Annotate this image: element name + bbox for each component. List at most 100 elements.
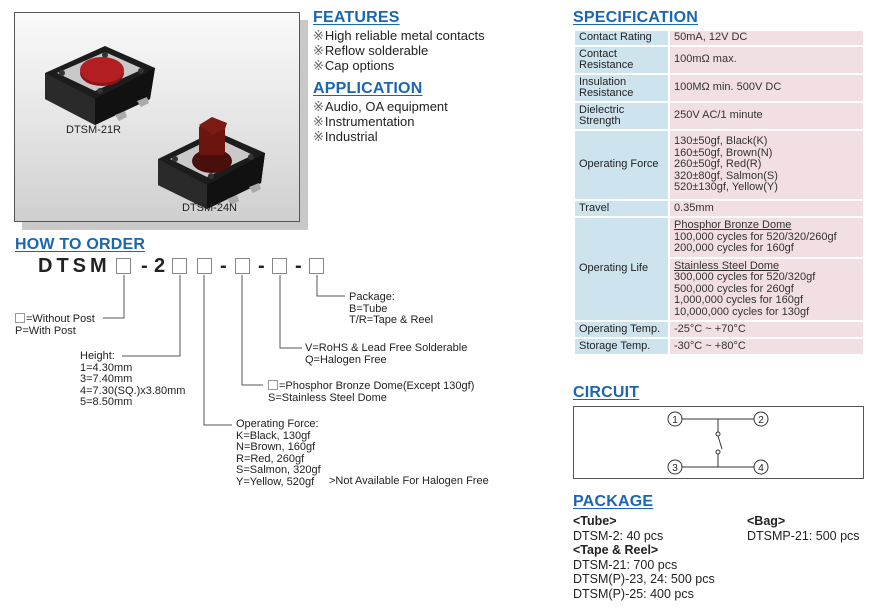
product-label: DTSM-21R <box>66 124 122 136</box>
leader-package <box>316 275 345 297</box>
switch-dtsm-24n <box>158 117 265 209</box>
order-box-dome <box>235 258 250 274</box>
application-heading: APPLICATION <box>313 80 423 97</box>
order-dash: - <box>220 255 227 277</box>
order-code-prefix: DTSM <box>38 255 111 277</box>
order-dash: - <box>258 255 265 277</box>
spec-value-line: 500,000 cycles for 260gf <box>674 282 794 295</box>
dome-option: =Phosphor Bronze Dome(Except 130gf) <box>268 380 474 393</box>
package-tube-title: <Tube> <box>573 514 617 528</box>
spec-value-line: 10,000,000 cycles for 130gf <box>674 305 810 318</box>
pin-2-label: 2 <box>758 415 764 426</box>
pin-3-label: 3 <box>672 463 678 474</box>
package-option: B=Tube <box>349 302 388 315</box>
force-option: Y=Yellow, 520gf <box>236 475 315 488</box>
height-options: Height: 1=4.30mm 3=7.40mm 4=7.30(SQ.)x3.… <box>80 350 185 409</box>
product-illustration <box>45 46 265 209</box>
package-line: DTSM(P)-23, 24: 500 pcs <box>573 572 715 586</box>
height-title: Height: <box>80 350 115 362</box>
pin-4-circle <box>753 459 769 475</box>
application-item: Industrial <box>313 129 448 144</box>
force-option: K=Black, 130gf <box>236 429 311 442</box>
package-line: DTSM-2: 40 pcs <box>573 528 664 543</box>
leader-force <box>203 275 232 426</box>
circuit-diagram: 1 2 3 4 <box>573 406 864 479</box>
spec-row: Contact Resistance 100mΩ max. <box>573 45 865 75</box>
leader-height <box>122 275 181 357</box>
spec-value-line: 300,000 cycles for 520/320gf <box>674 271 816 283</box>
spec-key: Travel <box>573 199 670 218</box>
order-dash: - <box>295 255 302 277</box>
spec-row: Operating Temp. -25°C ~ +70°C <box>573 320 865 339</box>
post-option-text: =Without Post <box>26 313 95 325</box>
feature-item: Cap options <box>313 58 485 73</box>
dome-options: =Phosphor Bronze Dome(Except 130gf) S=St… <box>268 380 474 404</box>
order-box-compliance <box>272 258 287 274</box>
spec-row: Insulation Resistance 100MΩ min. 500V DC <box>573 73 865 103</box>
switch-dtsm-21r <box>45 46 155 125</box>
package-tube-and-reel: <Tube> DTSM-2: 40 pcs <Tape & Reel> DTSM… <box>573 514 715 601</box>
spec-value: 100mΩ max. <box>668 45 865 75</box>
feature-item: High reliable metal contacts <box>313 28 485 43</box>
group-title: Phosphor Bronze Dome <box>674 219 792 231</box>
spec-row: Operating Life Phosphor Bronze Dome 100,… <box>573 216 865 322</box>
spec-row: Dielectric Strength 250V AC/1 minute <box>573 101 865 131</box>
compliance-options: V=RoHS & Lead Free Solderable Q=Halogen … <box>305 342 467 366</box>
circuit-schematic: 1 2 3 4 <box>667 411 769 475</box>
leader-compliance <box>279 275 302 349</box>
product-label: DTSM-24N <box>182 202 238 214</box>
empty-box-icon <box>268 380 278 390</box>
product-image-panel: DTSM-21R DTSM-24N <box>14 12 300 222</box>
package-option-title: Package: <box>349 291 395 303</box>
spec-value-line: 320±80gf, Salmon(S) <box>674 169 778 182</box>
package-bag: <Bag> DTSMP-21: 500 pcs <box>747 514 860 543</box>
height-option: 5=8.50mm <box>80 396 133 408</box>
operating-life-group: Stainless Steel Dome 300,000 cycles for … <box>670 259 863 321</box>
pin-2-circle <box>753 411 769 427</box>
operating-life-group: Phosphor Bronze Dome 100,000 cycles for … <box>670 218 863 259</box>
spec-key: Operating Life <box>573 216 670 322</box>
spec-key: Insulation Resistance <box>573 73 670 103</box>
post-option: P=With Post <box>15 324 76 337</box>
how-to-order-heading: HOW TO ORDER <box>15 236 146 253</box>
feature-item: Reflow solderable <box>313 43 485 58</box>
spec-row: Storage Temp. -30°C ~ +80°C <box>573 337 865 356</box>
package-bag-title: <Bag> <box>747 514 786 528</box>
force-option: S=Salmon, 320gf <box>236 464 321 476</box>
spec-value-line: 260±50gf, Red(R) <box>674 158 762 171</box>
compliance-option: Q=Halogen Free <box>305 353 387 366</box>
specification-heading: SPECIFICATION <box>573 9 698 26</box>
spec-value: Phosphor Bronze Dome 100,000 cycles for … <box>668 216 865 322</box>
switch-contact-bottom <box>715 449 721 455</box>
force-title: Operating Force: <box>236 418 319 430</box>
leader-post <box>103 275 125 319</box>
package-option: T/R=Tape & Reel <box>349 314 434 326</box>
spec-value-line: 200,000 cycles for 160gf <box>674 242 794 254</box>
dome-option: S=Stainless Steel Dome <box>268 391 387 404</box>
empty-box-icon <box>15 313 25 323</box>
spec-value-line: 130±50gf, Black(K) <box>674 135 768 148</box>
spec-row: Travel 0.35mm <box>573 199 865 218</box>
spec-key: Operating Temp. <box>573 320 670 339</box>
halogen-note: >Not Available For Halogen Free <box>329 475 489 487</box>
spec-row: Contact Rating 50mA, 12V DC <box>573 29 865 47</box>
circuit-heading: CIRCUIT <box>573 384 640 401</box>
order-box-package <box>309 258 324 274</box>
package-line: DTSMP-21: 500 pcs <box>747 528 860 543</box>
order-dash: - <box>141 255 148 277</box>
height-option: 3=7.40mm <box>80 373 133 385</box>
specification-table: Contact Rating 50mA, 12V DC Contact Resi… <box>573 29 865 356</box>
order-series-digit: 2 <box>154 255 166 277</box>
spec-value-line: 160±50gf, Brown(N) <box>674 146 773 159</box>
spec-value: 250V AC/1 minute <box>668 101 865 131</box>
switch-lever <box>717 435 723 450</box>
package-heading: PACKAGE <box>573 493 654 510</box>
spec-value: -30°C ~ +80°C <box>668 337 865 356</box>
height-option: 1=4.30mm <box>80 361 133 374</box>
spec-value: 130±50gf, Black(K) 160±50gf, Brown(N) 26… <box>668 129 865 201</box>
force-option: R=Red, 260gf <box>236 452 305 465</box>
spec-row: Operating Force 130±50gf, Black(K) 160±5… <box>573 129 865 201</box>
order-box-force <box>197 258 212 274</box>
features-list: High reliable metal contacts Reflow sold… <box>313 28 485 73</box>
